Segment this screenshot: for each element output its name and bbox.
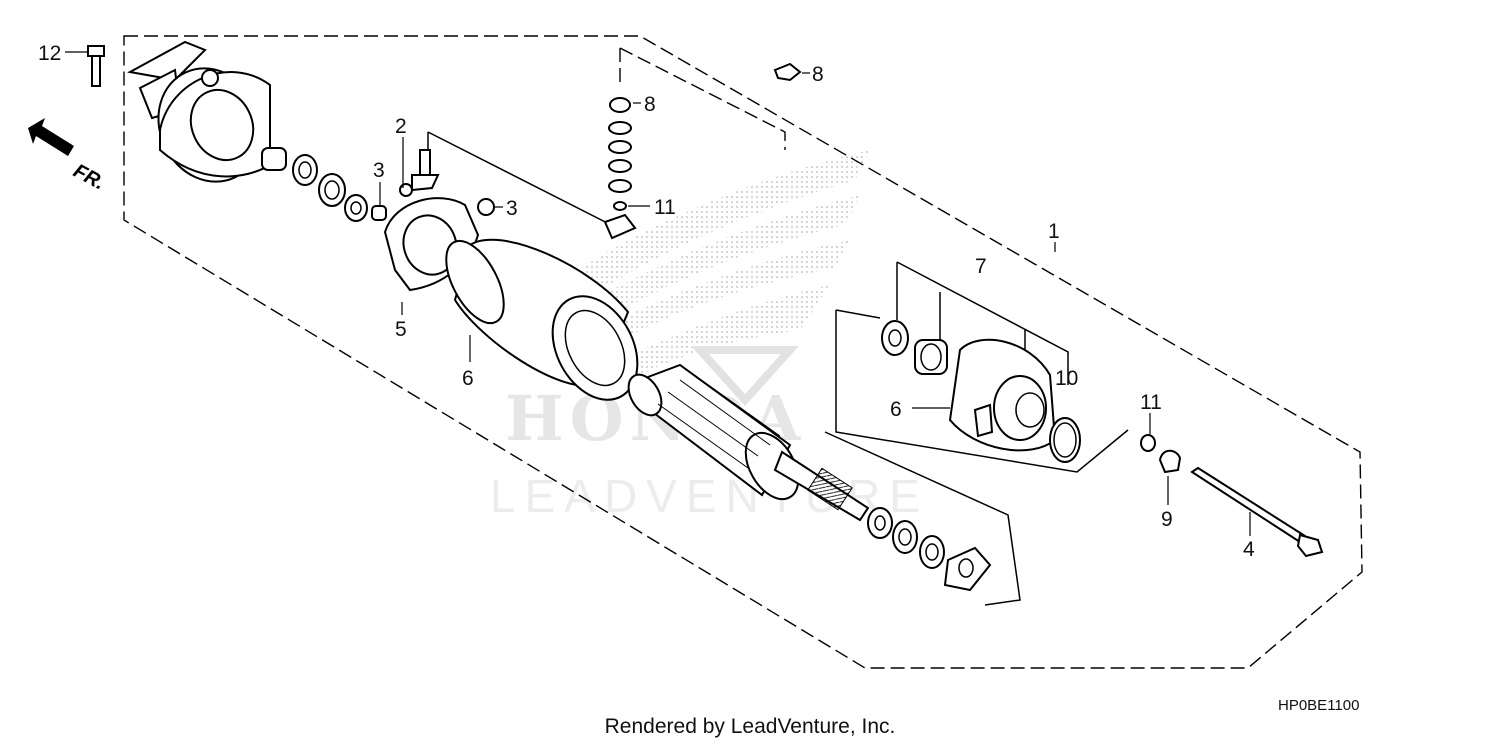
front-direction-arrow-icon — [28, 118, 74, 156]
armature-washers — [867, 507, 992, 592]
callout-9: 9 — [1161, 508, 1173, 531]
callout-3-right: 3 — [506, 197, 518, 220]
brush-bracket — [427, 131, 626, 233]
callout-10: 10 — [1055, 367, 1078, 390]
yoke-housing — [445, 238, 639, 401]
screw-2-icon — [399, 149, 440, 197]
leader-lines — [65, 51, 1251, 536]
bushing-washers-left — [261, 147, 387, 222]
rendered-by-footer: Rendered by LeadVenture, Inc. — [604, 715, 896, 738]
washer-11-right-icon — [1140, 434, 1156, 452]
terminal-stack — [603, 97, 637, 240]
armature — [627, 363, 870, 522]
callout-8-stack: 8 — [644, 93, 656, 116]
callout-6-yoke: 6 — [462, 367, 474, 390]
callout-12: 12 — [38, 42, 61, 65]
front-housing — [127, 40, 271, 183]
armature-washer-bracket — [824, 431, 1021, 606]
nut-8-icon — [773, 62, 802, 82]
callout-11-stack: 11 — [654, 196, 676, 219]
callout-4: 4 — [1243, 538, 1255, 561]
callout-6-cover: 6 — [890, 398, 902, 421]
callout-2: 2 — [395, 115, 407, 138]
rear-cover-parts — [881, 320, 1081, 463]
assembly-outline — [123, 35, 1363, 669]
callout-1: 1 — [1048, 220, 1060, 243]
through-bolt-4-icon — [1190, 466, 1324, 558]
callout-3-left: 3 — [373, 159, 385, 182]
callout-7: 7 — [975, 255, 987, 278]
plate-9-icon — [1158, 449, 1182, 474]
cover-group-bracket — [896, 261, 1069, 385]
callout-8-top: 8 — [812, 63, 824, 86]
callout-11-right: 11 — [1140, 391, 1162, 414]
direction-label: FR. — [70, 160, 109, 195]
diagram-code: HP0BE1100 — [1278, 697, 1360, 714]
callout-5: 5 — [395, 318, 407, 341]
bolt-12-icon — [87, 45, 105, 87]
nut-stack-bracket — [619, 47, 786, 150]
seal-group-bracket — [835, 309, 1129, 473]
